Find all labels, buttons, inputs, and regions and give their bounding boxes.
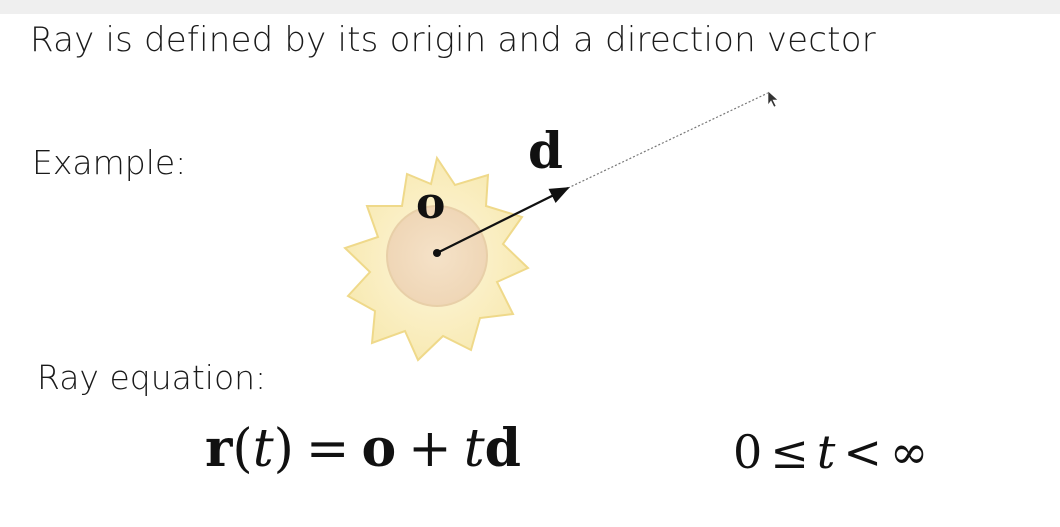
ray-equation: r(t)=o+td (205, 418, 521, 479)
eq-t2-symbol: t (463, 419, 485, 479)
eq-equals: = (305, 419, 350, 479)
eq-o-symbol: o (361, 418, 397, 479)
origin-point (433, 249, 441, 257)
eq-r-symbol: r (205, 418, 233, 479)
eq-plus: + (408, 419, 452, 479)
origin-label: o (416, 178, 445, 229)
range-leq: ≤ (770, 425, 809, 479)
t-range: 0≤t<∞ (733, 425, 928, 479)
direction-arrow (436, 187, 570, 254)
ray-extension-line (567, 91, 771, 189)
eq-close-paren: ) (273, 419, 294, 479)
eq-t-symbol: t (252, 419, 274, 479)
eq-d-symbol: d (484, 418, 522, 479)
equation-label: Ray equation: (37, 358, 267, 397)
top-bar (0, 0, 1060, 14)
range-t: t (816, 425, 836, 479)
mouse-cursor-icon (767, 90, 779, 108)
slide-title: Ray is defined by its origin and a direc… (30, 20, 876, 60)
direction-label: d (528, 121, 563, 180)
eq-open-paren: ( (232, 419, 253, 479)
range-zero: 0 (733, 425, 763, 479)
range-infinity: ∞ (889, 425, 929, 479)
range-lt: < (843, 425, 882, 479)
example-label: Example: (32, 143, 187, 182)
